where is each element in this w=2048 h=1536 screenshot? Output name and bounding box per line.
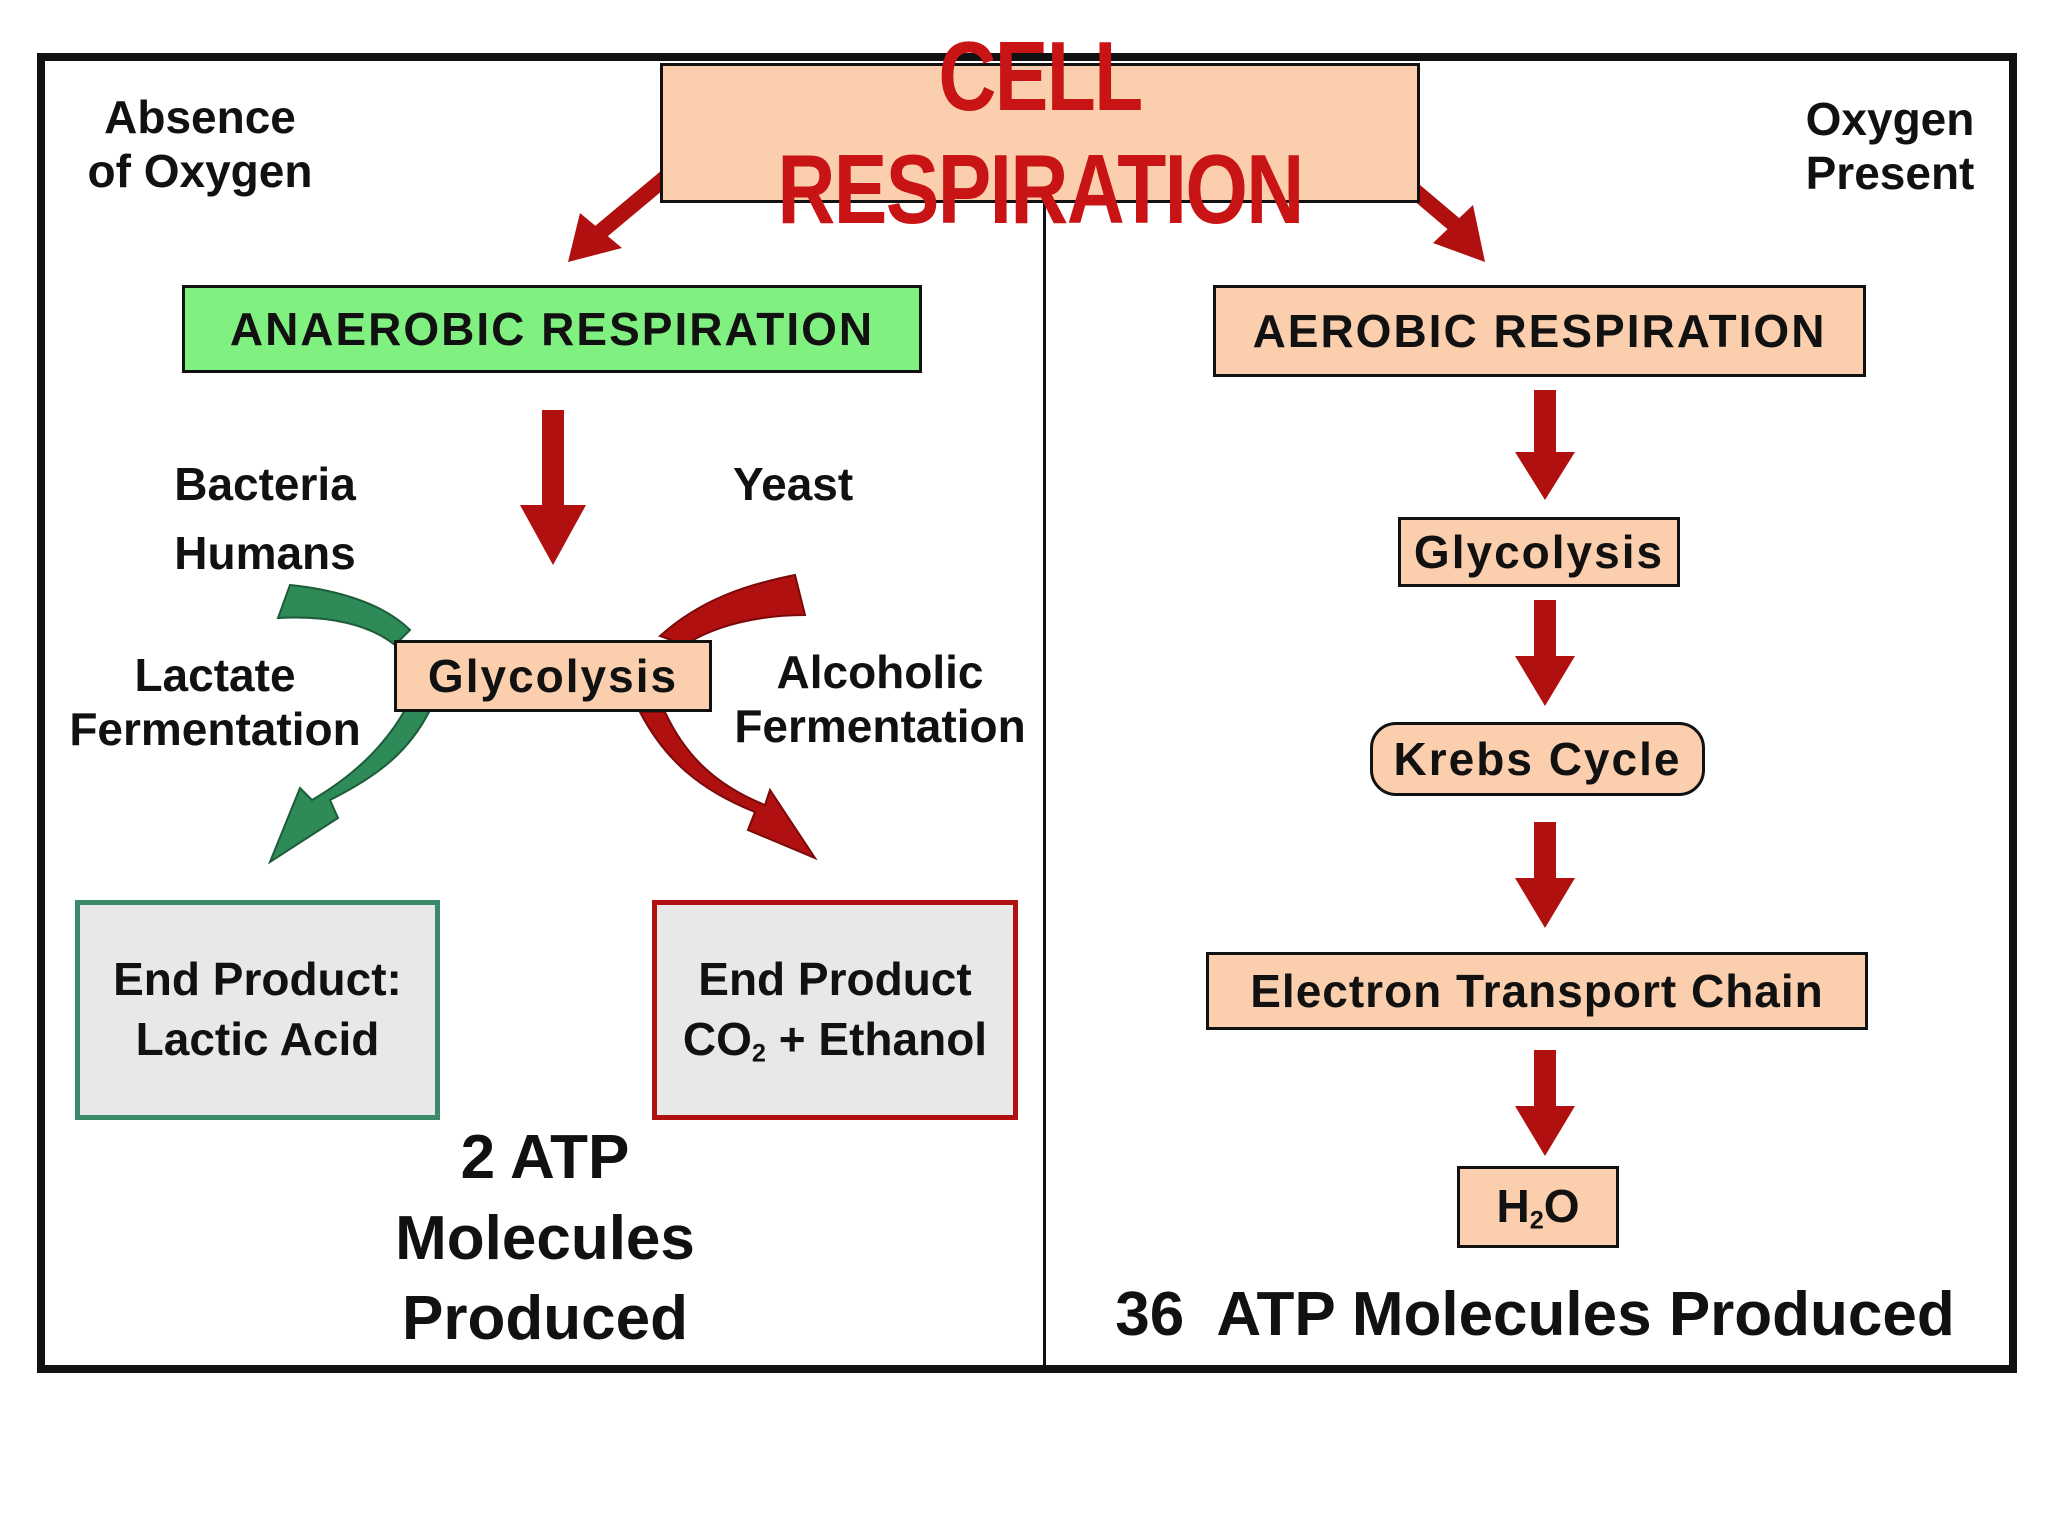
aerobic-glycolysis-label: Glycolysis	[1413, 526, 1665, 578]
etc-label: Electron Transport Chain	[1250, 965, 1824, 1017]
absence-oxygen-label: Absence of Oxygen	[60, 90, 340, 199]
arrow-aerobic-3	[1515, 822, 1575, 928]
bacteria-label: Bacteria	[174, 458, 356, 510]
atp-line-2: Molecules	[395, 1203, 695, 1273]
lactate-line-2: Fermentation	[69, 703, 361, 756]
anaerobic-box: ANAEROBIC RESPIRATION	[182, 285, 922, 373]
aerobic-atp-label: 36 ATP Molecules Produced	[1115, 1280, 1955, 1349]
arrow-to-anaerobic	[568, 171, 671, 262]
ethanol-line-1: End Product	[698, 953, 972, 1005]
humans-label: Humans	[174, 527, 356, 579]
atp-line-3: Produced	[402, 1284, 688, 1354]
water-o: O	[1543, 1179, 1580, 1232]
aerobic-label: AEROBIC RESPIRATION	[1252, 305, 1827, 357]
title-box: CELL RESPIRATION	[660, 21, 1420, 244]
arrow-aerobic-4	[1515, 1050, 1575, 1156]
alcoholic-line-2: Fermentation	[734, 700, 1026, 753]
arrow-aerobic-1	[1515, 390, 1575, 500]
water-label: H2O	[1496, 1179, 1579, 1235]
aerobic-box: AEROBIC RESPIRATION	[1213, 285, 1866, 377]
present-line-2: Present	[1805, 147, 1975, 200]
alcoholic-line-1: Alcoholic	[776, 646, 984, 698]
water-subscript: 2	[1529, 1206, 1544, 1235]
arrow-aerobic-2	[1515, 600, 1575, 706]
absence-line-2: of Oxygen	[87, 145, 313, 198]
arrow-lactate-out	[267, 709, 432, 865]
lactate-fermentation-label: Lactate Fermentation	[40, 648, 390, 757]
organisms-left: Bacteria Humans	[130, 450, 400, 588]
alcoholic-fermentation-label: Alcoholic Fermentation	[715, 645, 1045, 754]
absence-line-1: Absence	[104, 91, 296, 143]
oxygen-present-label: Oxygen Present	[1750, 92, 2030, 201]
lactic-line-1: End Product:	[113, 953, 402, 1006]
water-h: H	[1496, 1179, 1530, 1232]
water-box: H2O	[1457, 1166, 1619, 1248]
ethanol-box: End Product CO2 + Ethanol	[652, 900, 1018, 1120]
etc-box: Electron Transport Chain	[1206, 952, 1868, 1030]
lactate-line-1: Lactate	[134, 649, 296, 701]
anaerobic-atp-label: 2 ATP Molecules Produced	[330, 1118, 760, 1360]
anaerobic-glycolysis-label: Glycolysis	[427, 650, 679, 702]
ethanol-text: + Ethanol	[765, 1012, 988, 1065]
page-title: CELL RESPIRATION	[777, 21, 1304, 244]
arrow-lactate-in	[276, 583, 412, 647]
lactic-acid-box: End Product: Lactic Acid	[75, 900, 440, 1120]
ethanol-line-2: CO2 + Ethanol	[683, 1010, 987, 1070]
aerobic-glycolysis-box: Glycolysis	[1398, 517, 1680, 587]
center-divider	[1043, 200, 1046, 1365]
co-subscript: 2	[751, 1039, 766, 1068]
anaerobic-label: ANAEROBIC RESPIRATION	[229, 303, 875, 355]
co-text: CO	[682, 1012, 752, 1065]
lactic-line-2: Lactic Acid	[135, 1013, 380, 1065]
krebs-cycle-label: Krebs Cycle	[1393, 733, 1682, 785]
yeast-label: Yeast	[733, 458, 854, 510]
anaerobic-glycolysis-box: Glycolysis	[394, 640, 712, 712]
atp-line-1: 2 ATP	[460, 1123, 630, 1192]
arrow-anaerobic-down	[520, 410, 586, 565]
diagram-frame	[37, 53, 2017, 1373]
present-line-1: Oxygen	[1805, 93, 1975, 145]
arrow-alcoholic-out	[638, 711, 818, 861]
arrow-alcoholic-in	[658, 573, 807, 647]
krebs-cycle-box: Krebs Cycle	[1370, 722, 1705, 796]
